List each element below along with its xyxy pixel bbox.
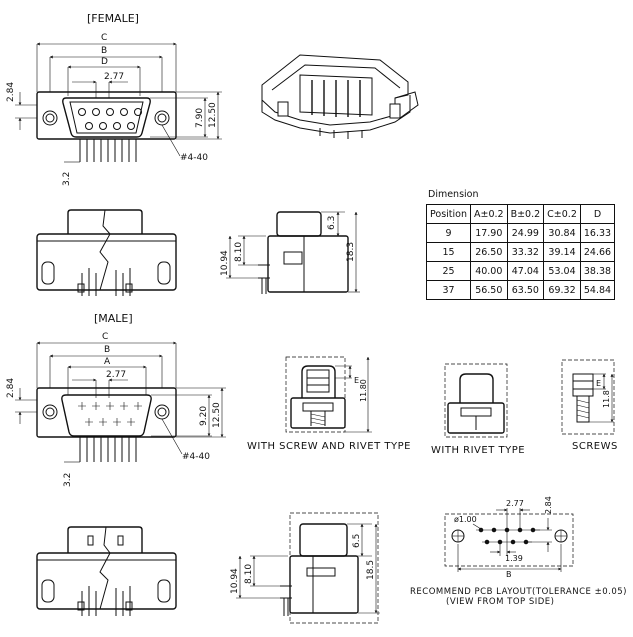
caption-rivet-type: WITH RIVET TYPE (431, 445, 526, 456)
male-side-view: 6.5 18.5 8.10 10.94 (230, 512, 380, 624)
header-b: B±0.2 (506, 204, 545, 224)
table-cell: 56.50 (470, 280, 508, 300)
connector-3d-view (261, 54, 419, 139)
male-dim-a: A (104, 357, 111, 367)
female-side-low: 10.94 (220, 250, 230, 276)
table-cell: 26.50 (470, 242, 508, 262)
table-header-row: Position A±0.2 B±0.2 C±0.2 D (426, 204, 616, 224)
table-cell: 40.00 (470, 261, 508, 281)
table-cell: 53.04 (543, 261, 581, 281)
table-row: 15 26.50 33.32 39.14 24.66 (426, 242, 616, 262)
table-row: 25 40.00 47.04 53.04 38.38 (426, 261, 616, 281)
male-dim-b: B (104, 345, 110, 355)
female-side-view: 6.3 18.3 8.10 10.94 (220, 211, 360, 294)
female-dim-tail: 3.2 (62, 172, 72, 186)
dimension-table-caption: Dimension (428, 189, 479, 200)
pcb-pitch: 2.77 (506, 499, 524, 508)
table-cell: 69.32 (543, 280, 581, 300)
pcb-b: B (506, 570, 512, 579)
female-front-view: [FEMALE] C B D 2.77 2.84 (6, 12, 222, 186)
male-title: [MALE] (94, 312, 133, 325)
table-row: 37 56.50 63.50 69.32 54.84 (426, 280, 616, 300)
table-cell: 54.84 (579, 280, 616, 300)
table-cell: 39.14 (543, 242, 581, 262)
female-dim-h2: 7.90 (195, 108, 205, 128)
male-dim-pitch: 2.77 (106, 370, 126, 380)
male-dim-h2: 9.20 (199, 406, 209, 426)
male-front-view: [MALE] C B A 2.77 2.84 (6, 312, 226, 487)
male-side-low: 10.94 (230, 568, 240, 594)
female-dim-h1: 2.84 (6, 82, 16, 102)
pcb-offset: 2.84 (544, 496, 553, 514)
male-side-total: 18.5 (366, 560, 376, 580)
screws-height: 11.8 (602, 390, 611, 408)
female-title: [FEMALE] (87, 12, 139, 25)
table-cell: 15 (426, 242, 471, 262)
pcb-caption-line1: RECOMMEND PCB LAYOUT(TOLERANCE ±0.05) (410, 587, 627, 597)
male-dim-h3: 12.50 (212, 402, 222, 428)
female-side-total: 18.3 (346, 242, 356, 262)
header-d: D (579, 204, 616, 224)
table-cell: 47.04 (506, 261, 545, 281)
caption-screws: SCREWS (572, 441, 618, 452)
table-cell: 24.99 (506, 223, 545, 243)
table-cell: 24.66 (579, 242, 616, 262)
table-cell: 30.84 (543, 223, 581, 243)
screws-e: E (596, 379, 601, 388)
table-cell: 25 (426, 261, 471, 281)
header-a: A±0.2 (470, 204, 508, 224)
header-position: Position (426, 204, 471, 224)
female-dim-c: C (101, 33, 107, 43)
pcb-layout-view: 2.77 ø1.00 2.84 1.39 B (444, 496, 574, 579)
female-side-top: 6.3 (327, 216, 337, 230)
female-dim-pitch: 2.77 (104, 72, 124, 82)
table-cell: 17.90 (470, 223, 508, 243)
screw-rivet-e: E (354, 376, 359, 385)
pcb-row: 1.39 (505, 554, 523, 563)
female-dim-h3: 12.50 (208, 102, 218, 128)
male-dim-c: C (102, 332, 108, 342)
male-side-mid: 8.10 (244, 564, 254, 584)
table-cell: 63.50 (506, 280, 545, 300)
dimension-table: Position A±0.2 B±0.2 C±0.2 D 9 17.90 24.… (426, 204, 616, 300)
male-top-view (36, 526, 177, 616)
table-cell: 16.33 (579, 223, 616, 243)
screw-rivet-height: 11.80 (359, 379, 368, 402)
female-screw-callout: #4-40 (180, 153, 208, 163)
rivet-view (444, 363, 508, 438)
pcb-caption-line2: (VIEW FROM TOP SIDE) (446, 597, 555, 607)
male-dim-h1: 2.84 (6, 378, 16, 398)
table-row: 9 17.90 24.99 30.84 16.33 (426, 223, 616, 243)
female-dim-b: B (101, 46, 107, 56)
table-cell: 38.38 (579, 261, 616, 281)
caption-screw-rivet-type: WITH SCREW AND RIVET TYPE (247, 441, 411, 452)
table-cell: 37 (426, 280, 471, 300)
screws-view: E 11.8 (561, 359, 615, 435)
screw-rivet-view: E 11.80 (285, 356, 372, 433)
header-c: C±0.2 (543, 204, 581, 224)
pcb-hole: ø1.00 (454, 515, 477, 524)
female-top-view (36, 209, 177, 296)
table-cell: 33.32 (506, 242, 545, 262)
male-screw-callout: #4-40 (182, 452, 210, 462)
male-side-top: 6.5 (352, 534, 362, 548)
table-cell: 9 (426, 223, 471, 243)
male-dim-tail: 3.2 (63, 473, 73, 487)
female-dim-d: D (101, 57, 108, 67)
female-side-mid: 8.10 (234, 242, 244, 262)
